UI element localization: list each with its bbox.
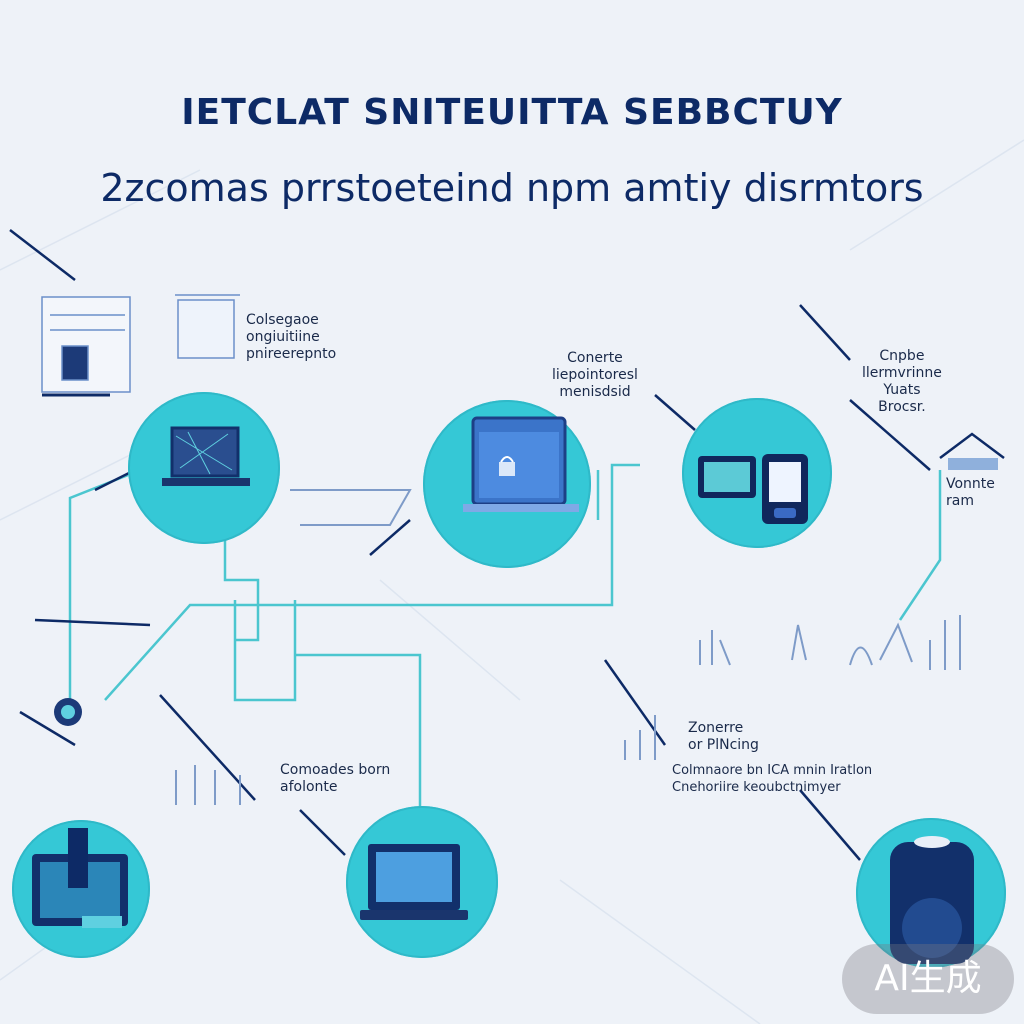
connector-bottom-laptop xyxy=(295,653,422,810)
node-browser-lock xyxy=(423,400,591,568)
device-icon xyxy=(890,836,974,964)
pointer-line xyxy=(34,618,151,627)
connector-laptop-down xyxy=(223,525,260,642)
label-bottom-right-body: Colmnaore bn ICA mnin Iratlon Cnehoriire… xyxy=(672,763,873,795)
connector-right xyxy=(898,470,942,621)
connector-bracket xyxy=(233,600,297,702)
label-top-right: Cnpbe llermvrinne Yuats Brocsr. xyxy=(862,348,942,415)
node-bottom-laptop xyxy=(346,806,498,958)
laptop-network-icon xyxy=(162,426,250,486)
devices-icon xyxy=(698,454,808,524)
pointer-line xyxy=(799,789,861,861)
laptop-icon xyxy=(360,844,468,920)
connector-main-horizontal xyxy=(104,463,640,701)
diagram-title: IETCLAT SNITEUITTA SEBBCTUY xyxy=(181,92,843,133)
label-bottom-right-title: Zonerre or PlNcing xyxy=(688,720,759,753)
label-bottom-left: Comoades born afolonte xyxy=(280,762,391,795)
pointer-line xyxy=(299,809,346,856)
diagram-subtitle: 2zcomas prrstoeteind npm amtiy disrmtors xyxy=(100,166,924,210)
node-workstation xyxy=(12,820,150,958)
ai-generated-badge: AI生成 xyxy=(842,944,1014,1014)
pointer-line xyxy=(9,229,76,281)
pointer-line xyxy=(799,304,851,361)
pointer-line xyxy=(369,519,411,556)
pointer-line xyxy=(849,399,931,471)
workstation-icon xyxy=(32,828,128,928)
pointer-line xyxy=(654,394,696,431)
node-devices xyxy=(682,398,832,548)
label-top-center: Conerte liepointoresl menisdsid xyxy=(552,350,638,400)
pointer-line xyxy=(19,710,76,747)
lock-window-icon xyxy=(463,416,579,512)
node-laptop xyxy=(128,392,280,544)
node-bottom-right xyxy=(856,818,1006,968)
label-far-right: Vonnte ram xyxy=(946,476,995,509)
label-top-left: Colsegaoe ongiuitiine pnireerepnto xyxy=(246,312,337,362)
